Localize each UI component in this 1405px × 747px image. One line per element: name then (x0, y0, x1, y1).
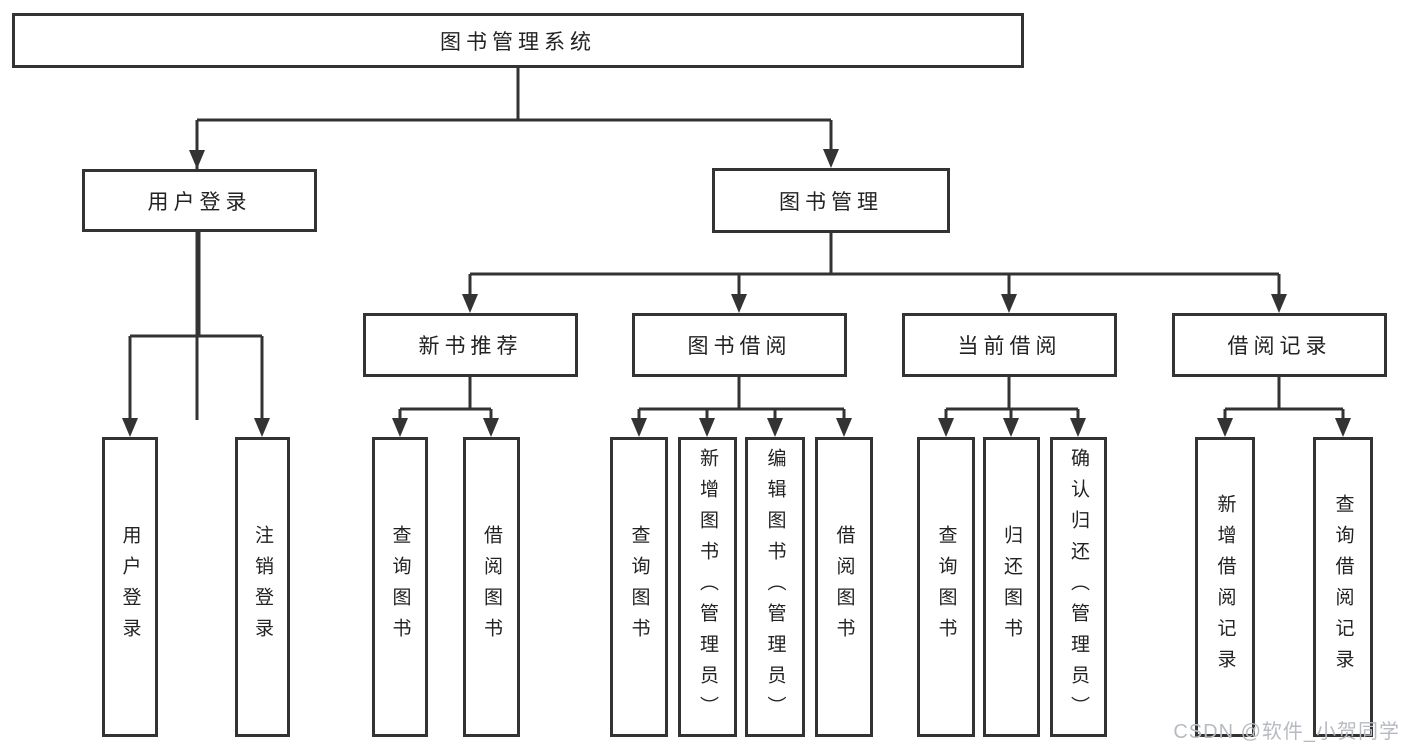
leaf-return-books: 归还图书 (983, 437, 1040, 737)
node-user-login: 用户登录 (82, 169, 317, 232)
leaf-confirm-return-admin: 确认归还（管理员） (1050, 437, 1107, 737)
leaf-query-books-borrowing: 查询图书 (610, 437, 668, 737)
leaf-query-books-recommend: 查询图书 (372, 437, 428, 737)
node-current-borrowing: 当前借阅 (902, 313, 1117, 377)
leaf-query-books-current: 查询图书 (917, 437, 975, 737)
node-book-management: 图书管理 (712, 168, 950, 233)
connector-current-borrowing-branch (938, 377, 1086, 437)
connector-borrowing-records-branch (1217, 377, 1351, 437)
leaf-add-book-admin: 新增图书（管理员） (678, 437, 737, 737)
csdn-watermark: CSDN @软件_小贺同学 (1173, 721, 1400, 743)
connector-root (189, 68, 839, 420)
node-library-system: 图书管理系统 (12, 13, 1024, 68)
leaf-query-borrow-record: 查询借阅记录 (1313, 437, 1373, 737)
leaf-logout: 注销登录 (235, 437, 290, 737)
node-borrowing-records: 借阅记录 (1172, 313, 1387, 377)
connector-book-borrowing-branch (631, 377, 852, 437)
connector-user-login-branch (122, 232, 270, 437)
node-book-borrowing: 图书借阅 (632, 313, 847, 377)
leaf-add-borrow-record: 新增借阅记录 (1195, 437, 1255, 737)
leaf-user-login: 用户登录 (102, 437, 158, 737)
leaf-borrow-books-recommend: 借阅图书 (463, 437, 520, 737)
connector-new-book-branch (392, 377, 499, 437)
node-new-book-recommendation: 新书推荐 (363, 313, 578, 377)
connector-book-management-branch (462, 233, 1287, 313)
leaf-borrow-books: 借阅图书 (815, 437, 873, 737)
leaf-edit-book-admin: 编辑图书（管理员） (745, 437, 805, 737)
